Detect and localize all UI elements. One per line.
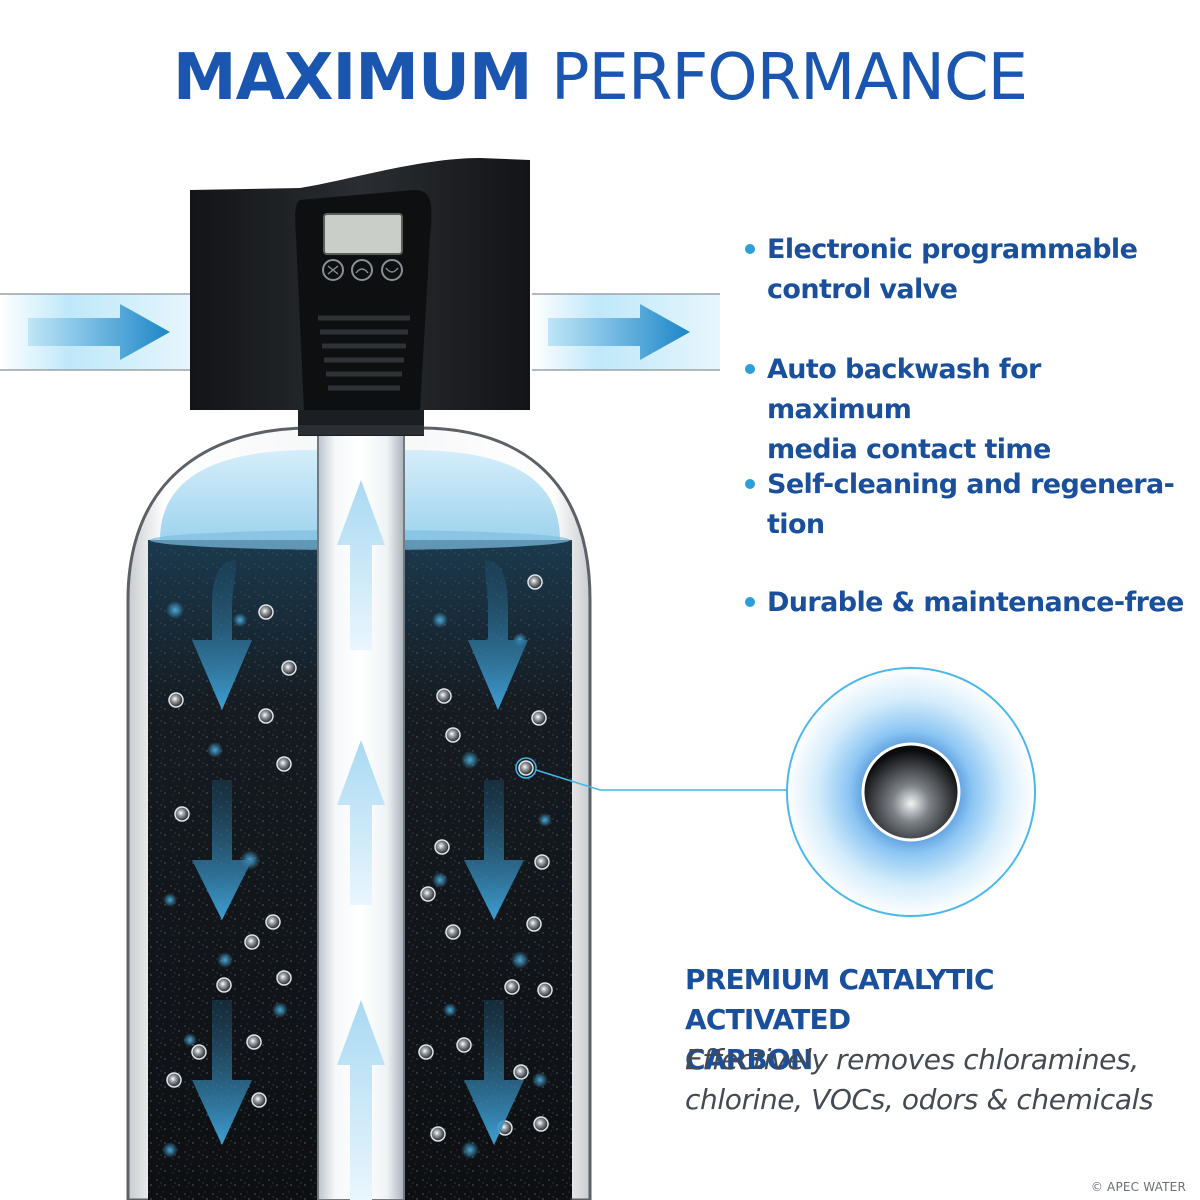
downflow-arrows	[192, 560, 528, 1145]
feature-item: Self-cleaning and regenera- tion	[745, 465, 1175, 545]
control-button-icon[interactable]	[351, 259, 373, 281]
title-light: PERFORMANCE	[550, 41, 1028, 115]
vent-grille	[318, 315, 410, 391]
lcd-display	[323, 213, 403, 255]
control-buttons[interactable]	[322, 259, 403, 281]
page-title: MAXIMUM PERFORMANCE	[0, 38, 1200, 118]
feature-item: Electronic programmable control valve	[745, 230, 1138, 310]
carbon-heading: PREMIUM CATALYTIC ACTIVATED CARBON	[685, 963, 995, 1076]
flow-arrow-out-icon	[548, 304, 690, 360]
bullet-icon	[745, 244, 755, 254]
bullet-icon	[745, 597, 755, 607]
feature-item: Durable & maintenance-free	[745, 583, 1184, 623]
bullet-icon	[745, 479, 755, 489]
carbon-beads	[166, 574, 553, 1142]
title-bold: MAXIMUM	[172, 41, 533, 115]
carbon-description: Effectively removes chloramines, chlorin…	[685, 1043, 1154, 1116]
upflow-arrows	[337, 480, 385, 1200]
control-button-icon[interactable]	[381, 259, 403, 281]
feature-item: Auto backwash for maximum media contact …	[745, 350, 1185, 470]
bullet-icon	[745, 364, 755, 374]
copyright-note: © APEC WATER	[1090, 1180, 1186, 1194]
carbon-granule-icon	[786, 667, 1036, 917]
flow-arrow-in-icon	[28, 304, 170, 360]
callout-line	[515, 757, 790, 791]
